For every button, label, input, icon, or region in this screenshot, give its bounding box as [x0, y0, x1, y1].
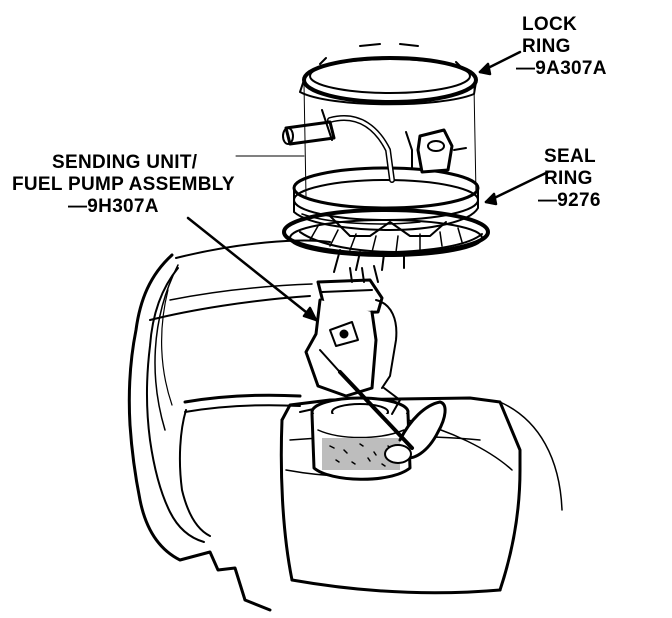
- seal-ring-arrowhead: [484, 192, 498, 206]
- sending-unit-leader: [186, 216, 318, 322]
- seal-ring-part-number: —9276: [538, 190, 601, 211]
- seal-ring: [282, 208, 490, 257]
- sender-flange: [282, 109, 480, 273]
- seal-ring-leader: [484, 170, 550, 204]
- sending-unit-label-line2: FUEL PUMP ASSEMBLY: [12, 174, 235, 195]
- seal-ring-label: SEAL RING —9276: [538, 146, 601, 212]
- lock-ring-arrowhead: [478, 62, 492, 76]
- sending-unit-label: SENDING UNIT/ FUEL PUMP ASSEMBLY —9H307A: [12, 152, 235, 218]
- lock-ring: [235, 43, 478, 197]
- leader-lines: [186, 50, 550, 322]
- lock-ring-label: LOCK RING —9A307A: [516, 14, 607, 80]
- lock-ring-label-line1: LOCK: [522, 14, 578, 35]
- sending-unit-label-line1: SENDING UNIT/: [52, 152, 198, 173]
- sending-unit-bracket: [304, 265, 414, 450]
- seal-ring-label-line2: RING: [544, 168, 593, 189]
- lock-ring-part-number: —9A307A: [516, 58, 607, 79]
- sending-unit-part-number: —9H307A: [68, 196, 159, 217]
- fuel-pump-body: [310, 396, 447, 481]
- lock-ring-label-line2: RING: [522, 36, 571, 57]
- seal-ring-label-line1: SEAL: [544, 146, 596, 167]
- sending-unit-arrowhead: [302, 306, 318, 322]
